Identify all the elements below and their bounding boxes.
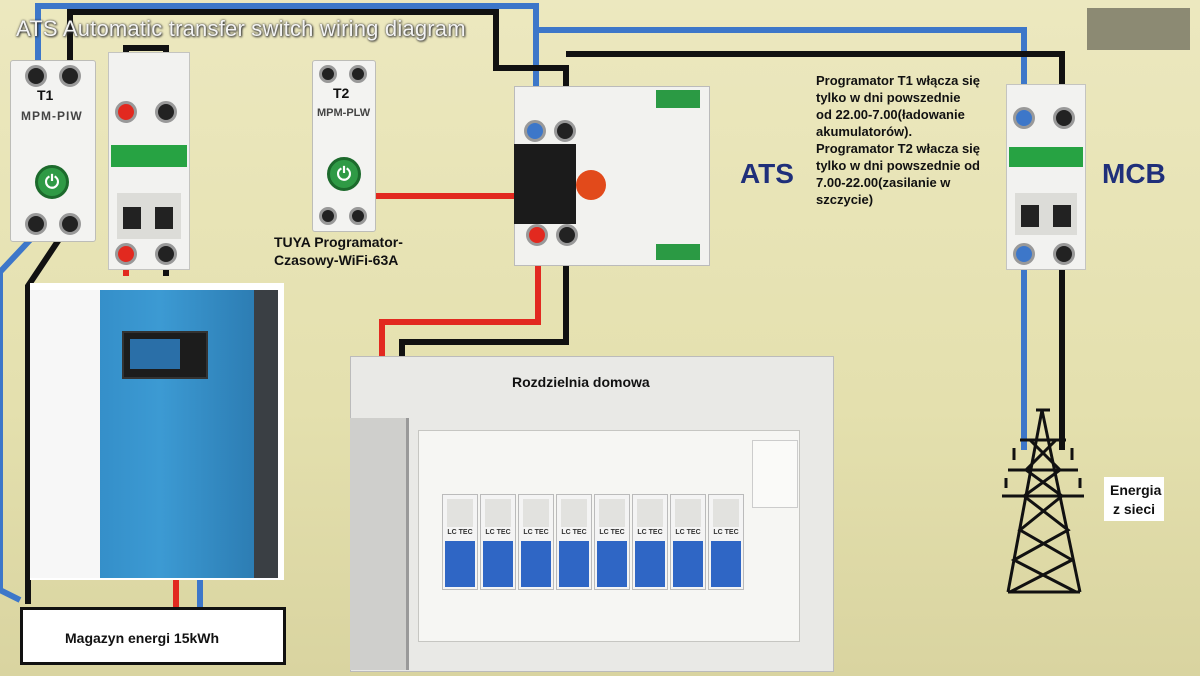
- note-line: Programator T1 włącza się: [816, 73, 981, 88]
- t1-terminal-out-l: [25, 213, 47, 235]
- timer-module-t2: T2 MPM-PLW ⏻: [312, 60, 376, 232]
- mcb-left-terminal-bottom-red: [115, 243, 137, 265]
- t2-label: T2: [333, 85, 350, 101]
- note-line: od 22.00-7.00(ładowanie: [816, 107, 965, 122]
- mcb-left: [108, 52, 190, 270]
- t1-terminal-out-n: [59, 213, 81, 235]
- mcb-right-brand-strip: [1009, 147, 1083, 167]
- t1-terminal-in-n: [59, 65, 81, 87]
- t1-brand: MPM-PIW: [21, 109, 83, 123]
- black-wire-ats-out: [399, 230, 569, 360]
- energy-storage-box: Magazyn energi 15kWh: [20, 607, 286, 665]
- mcb-left-terminal-top-black: [155, 101, 177, 123]
- power-pylon-icon: [1002, 408, 1084, 594]
- distribution-board-label-plate: [752, 440, 798, 508]
- mcb-right-terminal-bottom-black: [1053, 243, 1075, 265]
- programator-note: Programator T1 włącza się tylko w dni po…: [816, 72, 1016, 208]
- t1-label: T1: [37, 87, 54, 103]
- ats-terminal-black-out: [556, 224, 578, 246]
- mcb-right-terminal-top-blue: [1013, 107, 1035, 129]
- inverter-display-screen: [130, 339, 180, 369]
- t2-terminal-out-n: [349, 207, 367, 225]
- timer-module-t1: T1 MPM-PIW ⏻: [10, 60, 96, 242]
- note-line: szczycie): [816, 192, 874, 207]
- note-line: Programator T2 włacza się: [816, 141, 981, 156]
- overlay-box: [1087, 8, 1190, 50]
- t2-terminal-in-l: [319, 65, 337, 83]
- t2-power-icon: ⏻: [327, 157, 361, 191]
- circuit-breaker: LC TEC: [442, 494, 478, 590]
- circuit-breaker: LC TEC: [670, 494, 706, 590]
- ats-terminal-block-bottom: [656, 244, 700, 260]
- black-wire-left: [25, 236, 63, 604]
- storage-label: Magazyn energi 15kWh: [65, 630, 220, 646]
- note-line: 7.00-22.00(zasilanie w: [816, 175, 951, 190]
- mcb-left-terminal-bottom-black: [155, 243, 177, 265]
- t1-terminal-in-l: [25, 65, 47, 87]
- mcb-left-handle-2: [155, 207, 173, 229]
- mcb-right-handle-1: [1021, 205, 1039, 227]
- circuit-breaker: LC TEC: [632, 494, 668, 590]
- circuit-breaker: LC TEC: [556, 494, 592, 590]
- t2-brand: MPM-PLW: [317, 107, 371, 119]
- mcb-left-terminal-top-red: [115, 101, 137, 123]
- distribution-board-door: [350, 418, 409, 670]
- mcb-left-brand-strip: [111, 145, 187, 167]
- circuit-breaker: LC TEC: [708, 494, 744, 590]
- circuit-breaker: LC TEC: [518, 494, 554, 590]
- red-wire-ats-out: [379, 240, 541, 360]
- t2-terminal-out-l: [319, 207, 337, 225]
- ats-terminal-blue: [524, 120, 546, 142]
- inverter-heatsink: [254, 290, 278, 578]
- ats-handle-block: [514, 144, 576, 224]
- t1-power-icon: ⏻: [35, 165, 69, 199]
- note-line: tylko w dni powszednie: [816, 90, 961, 105]
- grid-energy-line1: Energia: [1110, 482, 1162, 498]
- blue-wire-left: [0, 237, 33, 603]
- inverter-white-panel: [30, 290, 100, 578]
- diagram-title: ATS Automatic transfer switch wiring dia…: [16, 16, 466, 41]
- circuit-breaker: LC TEC: [594, 494, 630, 590]
- grid-energy-label: Energia z sieci: [1104, 477, 1164, 521]
- ats-terminal-black: [554, 120, 576, 142]
- note-line: akumulatorów).: [816, 124, 913, 139]
- ats-terminal-block-top: [656, 90, 700, 108]
- circuit-breaker: LC TEC: [480, 494, 516, 590]
- grid-energy-text: Energia z sieci: [1110, 481, 1162, 519]
- tuya-label: TUYA Programator-Czasowy-WiFi-63A: [274, 234, 403, 268]
- mcb-label: MCB: [1102, 158, 1166, 189]
- mcb-right: [1006, 84, 1086, 270]
- note-line: tylko w dni powszednie od: [816, 158, 980, 173]
- grid-energy-line2: z sieci: [1112, 501, 1156, 517]
- ats-label: ATS: [740, 158, 794, 189]
- black-wire-t1-top: [67, 9, 569, 130]
- inverter-display: [122, 331, 208, 379]
- ats-knob-icon: [576, 170, 606, 200]
- distribution-board-title: Rozdzielnia domowa: [512, 374, 650, 390]
- mcb-right-handle-2: [1053, 205, 1071, 227]
- mcb-right-terminal-top-black: [1053, 107, 1075, 129]
- t2-terminal-in-n: [349, 65, 367, 83]
- mcb-right-terminal-bottom-blue: [1013, 243, 1035, 265]
- mcb-left-handle-1: [123, 207, 141, 229]
- ats-terminal-red-out: [526, 224, 548, 246]
